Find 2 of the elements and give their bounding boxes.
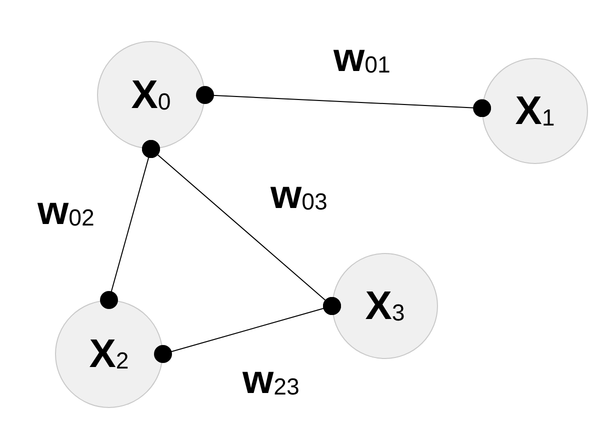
connector-line <box>196 86 492 118</box>
connector-line <box>154 297 341 363</box>
